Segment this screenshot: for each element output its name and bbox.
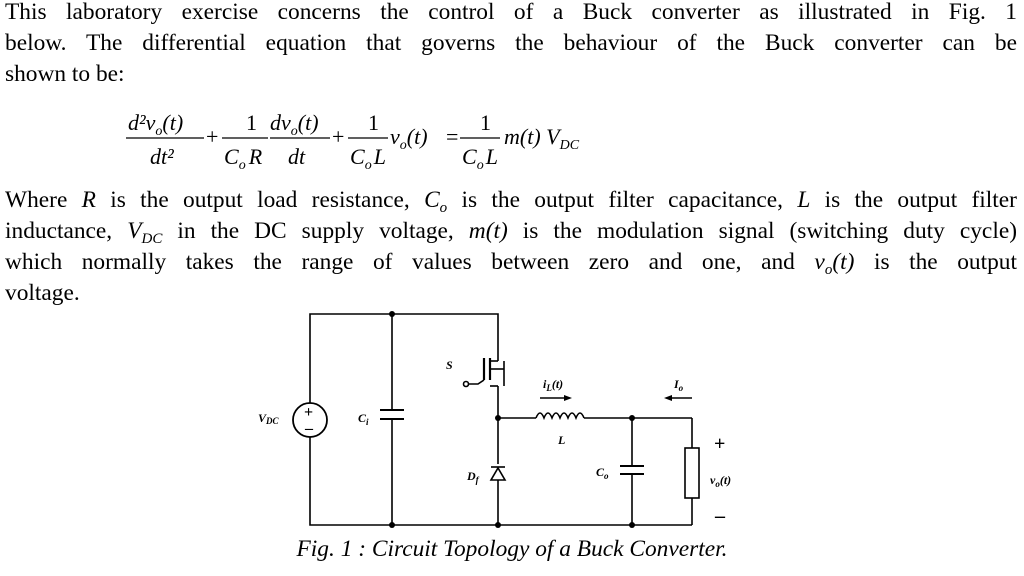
eq-rhs-variable: m(t) V: [504, 124, 562, 149]
svg-text:CoL: CoL: [462, 144, 498, 173]
source-plus: +: [304, 404, 313, 421]
svg-text:Co: Co: [596, 465, 609, 481]
definitions-line-3: which normally takes the range of values…: [5, 249, 1018, 278]
eq-term2-coef-numerator: 1: [246, 110, 257, 135]
svg-text:dvo(t): dvo(t): [270, 110, 319, 139]
svg-text:Io: Io: [673, 377, 684, 393]
definitions-paragraph: Where R is the output load resistance, C…: [5, 185, 1017, 309]
source-minus: –: [304, 420, 314, 437]
eq-plus-2: +: [332, 124, 344, 149]
eq-term3-denominator: C: [350, 144, 365, 169]
eq-term2-deriv-numerator: dv: [270, 110, 291, 135]
label-diode: D: [466, 469, 476, 483]
label-output-current: I: [673, 377, 680, 391]
eq-term2-coef-denominator: C: [224, 144, 239, 169]
intro-paragraph: This laboratory exercise concerns the co…: [5, 0, 1017, 90]
label-co: C: [596, 465, 605, 479]
svg-text:Ci: Ci: [358, 411, 369, 427]
svg-text:m(t) VDC: m(t) VDC: [504, 124, 580, 153]
definitions-line-1: Where R is the output load resistance, C…: [5, 187, 1017, 216]
eq-term1-numerator: d²v: [128, 110, 156, 135]
eq-term2-deriv-denominator: dt: [288, 144, 306, 169]
intro-line-2: below. The differential equation that go…: [5, 30, 1017, 56]
label-inductor-current: i: [543, 377, 547, 391]
intro-line-1: This laboratory exercise concerns the co…: [5, 0, 1017, 25]
definitions-line-4: voltage.: [5, 280, 80, 306]
label-output-minus: –: [714, 505, 726, 527]
eq-plus-1: +: [206, 124, 218, 149]
eq-rhs-denominator: C: [462, 144, 477, 169]
svg-text:Df: Df: [466, 469, 480, 485]
dc-source-icon: [292, 402, 328, 438]
svg-text:VDC: VDC: [258, 411, 280, 426]
buck-converter-circuit: + – VDC Ci S Df iL(t) L Io Co + – vo(t): [258, 311, 731, 528]
eq-term3-variable: v: [390, 124, 400, 149]
label-ci: C: [358, 411, 367, 425]
eq-term3-numerator: 1: [368, 110, 379, 135]
eq-equals: =: [446, 124, 458, 149]
label-output-plus: +: [714, 433, 725, 455]
label-output-voltage: v: [710, 473, 716, 487]
label-inductor: L: [557, 433, 565, 447]
svg-text:vo(t): vo(t): [710, 473, 731, 489]
top-wire: [309, 313, 499, 403]
svg-text:CoL: CoL: [350, 144, 386, 173]
definitions-line-2: inductance, VDC in the DC supply voltage…: [5, 218, 1017, 247]
bottom-wire: [309, 437, 692, 526]
eq-term1-denominator: dt²: [150, 144, 174, 169]
svg-text:CoR: CoR: [224, 144, 263, 173]
svg-text:iL(t): iL(t): [543, 377, 563, 393]
label-vdc: V: [258, 411, 267, 425]
figure-caption: Fig. 1 : Circuit Topology of a Buck Conv…: [296, 536, 728, 562]
svg-text:vo(t): vo(t): [390, 124, 428, 153]
svg-text:d²vo(t): d²vo(t): [128, 110, 183, 139]
label-switch: S: [446, 358, 453, 372]
intro-line-3: shown to be:: [5, 61, 125, 87]
eq-rhs-numerator: 1: [480, 110, 491, 135]
